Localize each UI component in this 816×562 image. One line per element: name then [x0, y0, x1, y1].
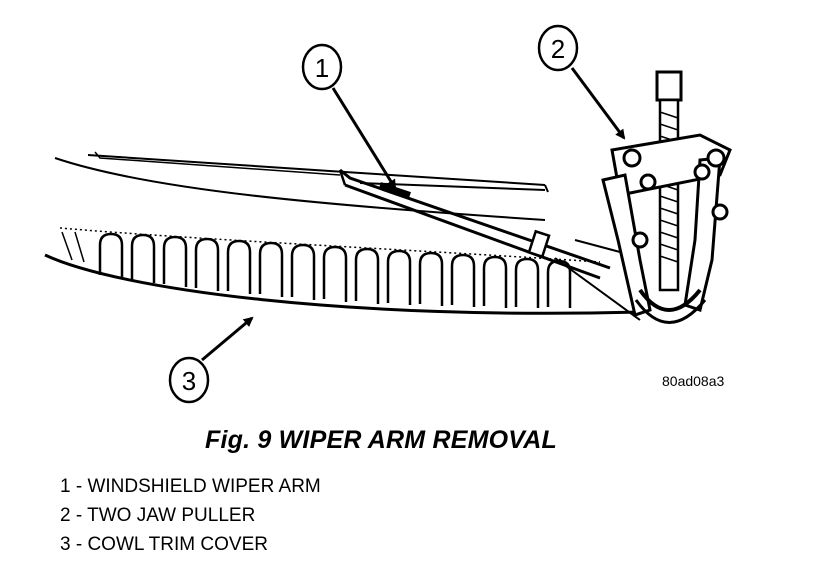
legend-item: 3 - COWL TRIM COVER: [60, 534, 268, 555]
callout-2-arrow: [570, 67, 626, 140]
wiper-arm: [338, 168, 641, 321]
wiper-blade: [87, 151, 549, 193]
callout-3-number: 3: [182, 366, 196, 396]
callout-1-arrow: [331, 87, 397, 190]
callout-2: 2: [537, 24, 626, 140]
callout-3-arrow: [201, 316, 254, 362]
two-jaw-puller: [601, 70, 732, 324]
legend-item: 1 - WINDSHIELD WIPER ARM: [60, 476, 321, 497]
callout-3: 3: [168, 316, 254, 404]
figure-caption: Fig. 9 WIPER ARM REMOVAL: [205, 426, 558, 454]
wiper-arm-removal-illustration: 1 2 3: [44, 24, 732, 404]
callout-1-number: 1: [315, 53, 329, 83]
legend-item: 2 - TWO JAW PULLER: [60, 505, 256, 526]
callout-2-number: 2: [551, 34, 565, 64]
figure-legend: 1 - WINDSHIELD WIPER ARM 2 - TWO JAW PUL…: [60, 472, 321, 559]
cowl-trim-cover: [44, 227, 641, 315]
windshield-edge: [54, 157, 546, 221]
figure-reference-code: 80ad08a3: [662, 373, 725, 389]
callout-1: 1: [301, 43, 397, 190]
